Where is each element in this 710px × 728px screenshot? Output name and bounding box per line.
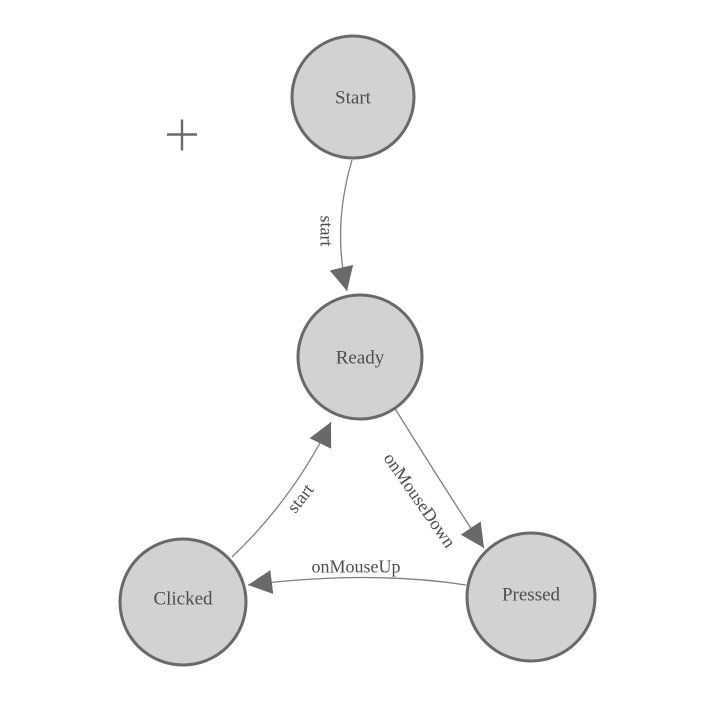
edge-clicked-to-ready[interactable]: start xyxy=(231,421,332,558)
node-pressed-circle xyxy=(465,531,597,663)
node-clicked[interactable]: Clicked xyxy=(118,537,248,667)
edge-line[interactable] xyxy=(231,421,332,558)
node-pressed-label: Pressed xyxy=(502,585,561,606)
node-ready-circle xyxy=(296,293,424,421)
node-clicked-label: Clicked xyxy=(153,589,213,610)
node-start[interactable]: Start xyxy=(290,34,416,160)
edge-label-ready-pressed: onMouseDown xyxy=(380,449,460,551)
edge-line[interactable] xyxy=(329,159,354,292)
node-clicked-circle xyxy=(118,537,248,667)
node-start-label: Start xyxy=(335,88,372,109)
plus-icon[interactable] xyxy=(167,119,197,151)
node-pressed[interactable]: Pressed xyxy=(465,531,597,663)
edge-label-start-ready: start xyxy=(317,216,337,247)
edge-line[interactable] xyxy=(393,406,485,549)
edge-ready-to-pressed[interactable]: onMouseDown xyxy=(380,406,485,551)
node-ready-label: Ready xyxy=(336,348,385,369)
edge-start-to-ready[interactable]: start xyxy=(317,159,354,292)
node-start-circle xyxy=(290,34,416,160)
edge-pressed-to-clicked[interactable]: onMouseUp xyxy=(247,556,467,594)
node-ready[interactable]: Ready xyxy=(296,293,424,421)
edge-label-clicked-ready: start xyxy=(283,480,318,517)
edge-label-pressed-clicked: onMouseUp xyxy=(312,556,401,576)
edge-line[interactable] xyxy=(247,570,467,594)
